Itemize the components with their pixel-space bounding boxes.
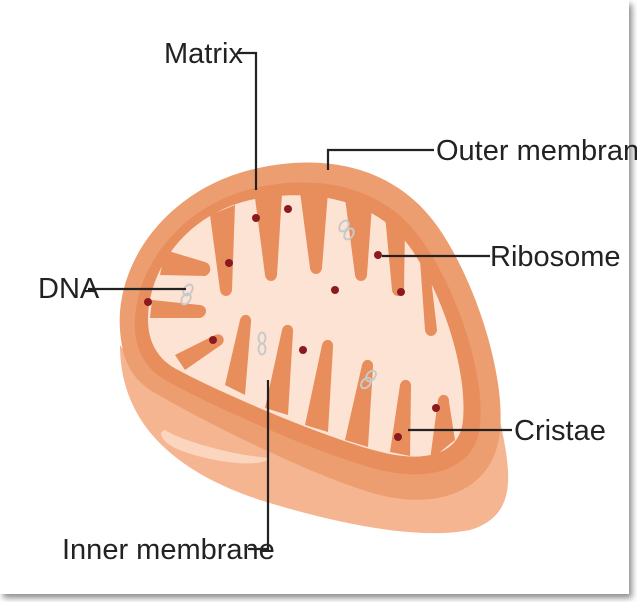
label-inner-membrane: Inner membrane bbox=[62, 534, 275, 566]
ribosome-dot-icon bbox=[209, 336, 217, 344]
ribosome-dot-icon bbox=[144, 298, 152, 306]
label-ribosome: Ribosome bbox=[490, 241, 621, 273]
ribosome-dot-icon bbox=[397, 288, 405, 296]
label-dna: DNA bbox=[38, 273, 100, 305]
ribosome-dot-icon bbox=[374, 251, 382, 259]
ribosome-dot-icon bbox=[432, 404, 440, 412]
ribosome-dot-icon bbox=[331, 286, 339, 294]
ribosome-dot-icon bbox=[252, 214, 260, 222]
label-cristae: Cristae bbox=[514, 415, 606, 447]
ribosome-dot-icon bbox=[284, 205, 292, 213]
ribosome-dot-icon bbox=[394, 433, 402, 441]
ribosome-dot-icon bbox=[225, 259, 233, 267]
label-outer-membrane: Outer membrane bbox=[436, 135, 637, 167]
label-matrix: Matrix bbox=[164, 38, 243, 70]
ribosome-dot-icon bbox=[299, 346, 307, 354]
